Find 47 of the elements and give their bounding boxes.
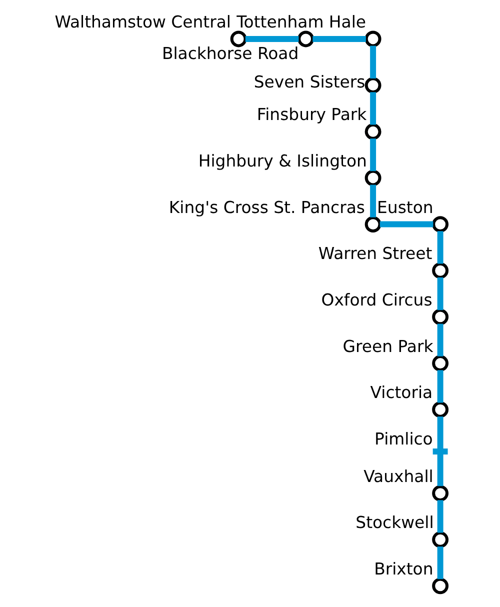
connector xyxy=(370,138,376,172)
connector xyxy=(436,454,443,486)
node-circle xyxy=(364,30,381,48)
node-circle xyxy=(364,123,381,140)
node-label: Vauxhall xyxy=(363,466,433,486)
connector xyxy=(436,231,443,264)
node-label: Pimlico xyxy=(374,429,432,448)
node-label: Euston xyxy=(376,198,433,217)
node-circle xyxy=(230,30,246,48)
node-label: Tottenham Hale xyxy=(236,12,366,32)
connector xyxy=(436,324,443,356)
node-circle xyxy=(432,485,448,502)
node-label: Warren Street xyxy=(318,244,432,264)
connector xyxy=(370,184,376,218)
node-circle xyxy=(297,30,314,48)
node-circle xyxy=(432,308,448,326)
node-box xyxy=(432,448,448,454)
connector xyxy=(436,500,443,533)
node-circle xyxy=(432,578,448,594)
node-label: Walthamstow Central xyxy=(54,12,231,32)
node-circle xyxy=(364,216,381,233)
node-circle xyxy=(364,77,381,94)
node-label: Finsbury Park xyxy=(256,105,366,124)
connector xyxy=(436,370,443,403)
connector xyxy=(379,221,433,228)
node-label: Victoria xyxy=(370,383,432,402)
node-label: Seven Sisters xyxy=(253,72,365,92)
connector xyxy=(436,277,443,310)
connector xyxy=(436,416,443,449)
node-circle xyxy=(432,531,448,548)
connector xyxy=(370,92,376,125)
node-label: Stockwell xyxy=(355,513,434,532)
node-circle xyxy=(432,262,448,279)
node-circle xyxy=(432,216,448,233)
connector xyxy=(244,36,298,42)
connector xyxy=(370,46,376,78)
node-label: Blackhorse Road xyxy=(161,44,298,63)
node-label: Oxford Circus xyxy=(320,290,432,310)
node-circle xyxy=(432,401,448,418)
node-circle xyxy=(364,170,381,186)
node-label: Highbury & Islington xyxy=(198,151,366,170)
node-label: Brixton xyxy=(374,559,433,578)
connector xyxy=(312,36,366,42)
connector xyxy=(436,546,443,580)
node-label: King's Cross St. Pancras xyxy=(168,198,364,217)
node-circle xyxy=(432,355,448,372)
node-label: Green Park xyxy=(342,336,433,356)
